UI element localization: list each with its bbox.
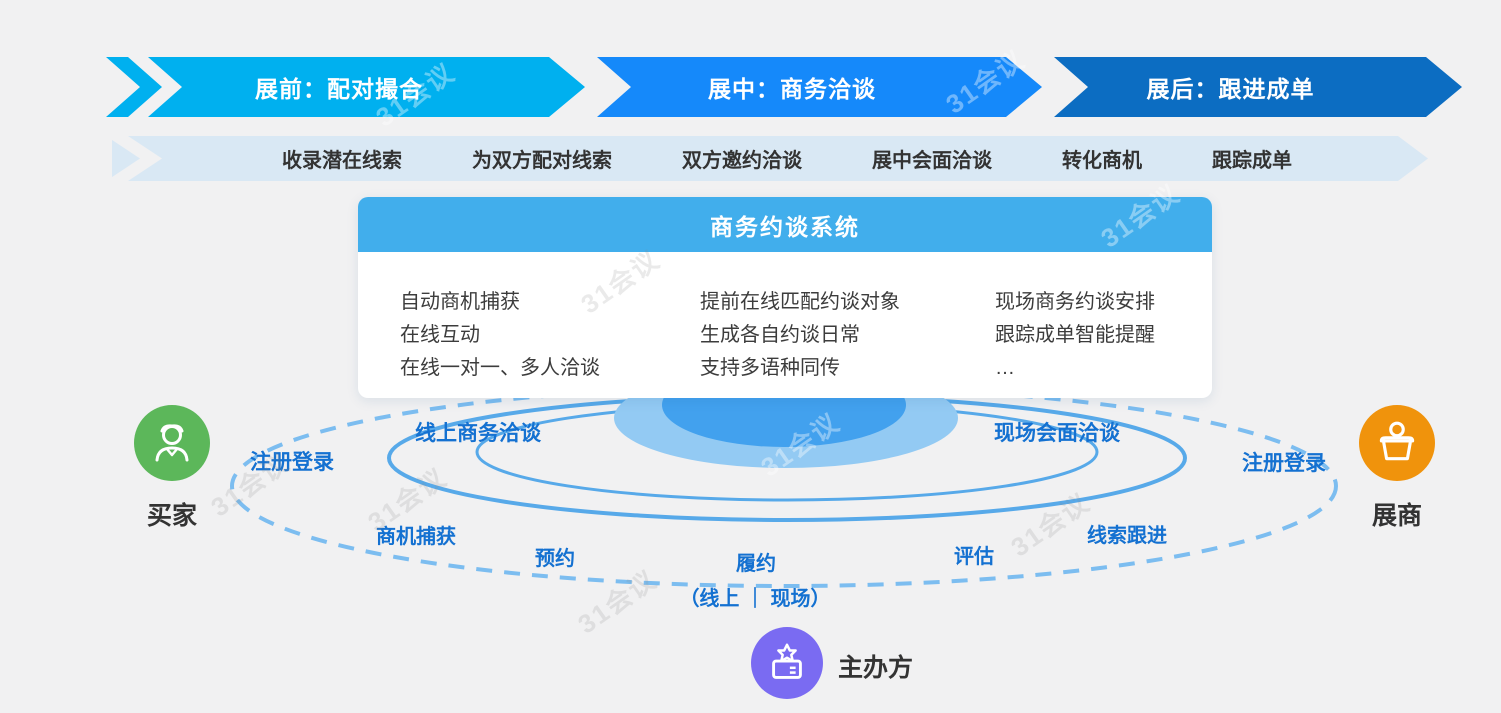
organizer-label: 主办方 bbox=[838, 654, 914, 682]
system-card-column: 提前在线匹配约谈对象 生成各自约谈日常 支持多语种同传 bbox=[700, 286, 995, 385]
step-label: 为双方配对线索 bbox=[472, 150, 612, 172]
dashed-cycle-ellipse bbox=[230, 384, 1338, 588]
cycle-label-lead-followup: 线索跟进 bbox=[1087, 525, 1167, 547]
stage-arrow-post-show: 展后：跟进成单 bbox=[1054, 57, 1462, 117]
system-card-item: 生成各自约谈日常 bbox=[700, 324, 860, 346]
system-card-column: 现场商务约谈安排 跟踪成单智能提醒 … bbox=[995, 286, 1205, 385]
cycle-label-onsite-meeting: 现场会面洽谈 bbox=[994, 422, 1120, 445]
exhibitor-avatar bbox=[1359, 405, 1435, 481]
stage-label: 展后：跟进成单 bbox=[1146, 76, 1315, 102]
step-label: 展中会面洽谈 bbox=[872, 150, 992, 172]
system-card-item: 在线互动 bbox=[400, 324, 480, 346]
system-card-item: 在线一对一、多人洽谈 bbox=[400, 357, 600, 379]
exhibitor-label: 展商 bbox=[1371, 502, 1423, 530]
system-card-column: 自动商机捕获 在线互动 在线一对一、多人洽谈 bbox=[400, 286, 700, 385]
cycle-label-booking: 预约 bbox=[535, 548, 575, 570]
badge-icon bbox=[772, 643, 802, 679]
cycle-label-online-meeting: 线上商务洽谈 bbox=[415, 422, 541, 445]
stage-arrow-during-show: 展中：商务洽谈 bbox=[597, 57, 1042, 117]
system-card-item: 支持多语种同传 bbox=[700, 357, 840, 379]
system-card: 商务约谈系统 自动商机捕获 在线互动 在线一对一、多人洽谈 提前在线匹配约谈对象… bbox=[358, 197, 1212, 398]
system-card-title: 商务约谈系统 bbox=[710, 213, 860, 240]
step-label: 收录潜在线索 bbox=[282, 150, 402, 172]
step-label: 跟踪成单 bbox=[1212, 150, 1292, 172]
system-card-body: 自动商机捕获 在线互动 在线一对一、多人洽谈 提前在线匹配约谈对象 生成各自约谈… bbox=[358, 252, 1212, 385]
system-card-header: 商务约谈系统 bbox=[358, 197, 1212, 252]
booth-icon bbox=[1379, 421, 1415, 461]
system-card-item: … bbox=[995, 357, 1015, 379]
cycle-label-lead-capture: 商机捕获 bbox=[376, 526, 456, 548]
stage-label: 展前：配对撮合 bbox=[255, 76, 423, 102]
cycle-label-fulfillment: 履约 bbox=[736, 553, 776, 575]
buyer-avatar bbox=[134, 405, 210, 481]
stage-arrow-pre-show: 展前：配对撮合 bbox=[148, 57, 585, 117]
steps-band: 收录潜在线索 为双方配对线索 双方邀约洽谈 展中会面洽谈 转化商机 跟踪成单 bbox=[112, 136, 1428, 181]
cycle-label-evaluation: 评估 bbox=[954, 546, 994, 568]
person-icon bbox=[155, 424, 189, 462]
step-label: 转化商机 bbox=[1062, 150, 1142, 172]
cycle-label-register-right: 注册登录 bbox=[1242, 452, 1326, 475]
organizer-avatar bbox=[751, 627, 823, 699]
stage-label: 展中：商务洽谈 bbox=[708, 76, 876, 102]
cycle-label-register-left: 注册登录 bbox=[250, 451, 334, 474]
system-card-item: 自动商机捕获 bbox=[400, 291, 520, 313]
cycle-label-fulfillment-mode: （线上 ｜ 现场） bbox=[679, 588, 831, 610]
system-card-item: 提前在线匹配约谈对象 bbox=[700, 291, 900, 313]
system-card-item: 跟踪成单智能提醒 bbox=[995, 324, 1155, 346]
step-label: 双方邀约洽谈 bbox=[682, 150, 802, 172]
buyer-label: 买家 bbox=[146, 502, 198, 530]
system-card-item: 现场商务约谈安排 bbox=[995, 291, 1155, 313]
